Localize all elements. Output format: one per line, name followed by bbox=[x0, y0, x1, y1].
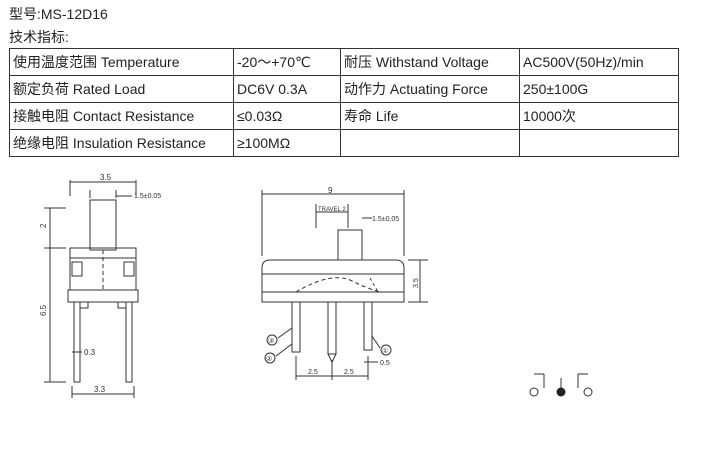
spec-cell: -20～+70℃ bbox=[233, 48, 341, 76]
spec-cell bbox=[519, 129, 679, 157]
dim-travel: TRAVEL 2 bbox=[318, 207, 346, 213]
dim-base: 3.3 bbox=[94, 385, 106, 394]
front-body bbox=[261, 259, 405, 293]
front-pin-2 bbox=[327, 301, 337, 355]
spec-cell: 耐压 Withstand Voltage bbox=[340, 48, 520, 76]
front-knob bbox=[337, 229, 363, 261]
table-row: 使用温度范围 Temperature -20～+70℃ 耐压 Withstand… bbox=[9, 48, 679, 76]
spec-cell: ≤0.03Ω bbox=[233, 102, 341, 130]
spec-cell bbox=[340, 129, 520, 157]
spec-cell: DC6V 0.3A bbox=[233, 75, 341, 103]
table-row: 额定负荷 Rated Load DC6V 0.3A 动作力 Actuating … bbox=[9, 75, 679, 103]
dim-height: 6.5 bbox=[39, 304, 48, 316]
spec-cell: 250±100G bbox=[519, 75, 679, 103]
side-base bbox=[67, 289, 139, 303]
side-pin bbox=[73, 301, 81, 383]
side-body bbox=[69, 247, 137, 291]
front-pin-1 bbox=[363, 301, 373, 351]
spec-cell: 使用温度范围 Temperature bbox=[9, 48, 234, 76]
dim-front-knob: 1.5±0.05 bbox=[372, 216, 399, 223]
spec-cell: 动作力 Actuating Force bbox=[340, 75, 520, 103]
side-view bbox=[44, 180, 139, 398]
spec-cell: ≥100MΩ bbox=[233, 129, 341, 157]
schematic-symbol bbox=[534, 373, 588, 388]
dim-knob: 1.5±0.05 bbox=[134, 193, 161, 200]
spec-cell: 额定负荷 Rated Load bbox=[9, 75, 234, 103]
dim-pin-width: 0.5 bbox=[380, 360, 390, 367]
spec-cell: 寿命 Life bbox=[340, 102, 520, 130]
spec-cell: 绝缘电阻 Insulation Resistance bbox=[9, 129, 234, 157]
spec-heading: 技术指标: bbox=[9, 29, 69, 45]
side-pin bbox=[125, 301, 133, 383]
dim-knob-height: 2 bbox=[39, 223, 48, 228]
spec-cell: 10000次 bbox=[519, 102, 679, 130]
spec-cell: 接触电阻 Contact Resistance bbox=[9, 102, 234, 130]
terminal-open bbox=[529, 387, 539, 397]
terminal-open bbox=[583, 387, 593, 397]
dim-width: 3.5 bbox=[100, 173, 112, 182]
spec-cell: AC500V(50Hz)/min bbox=[519, 48, 679, 76]
technical-drawing: 3.5 1.5±0.05 2 6.5 0.3 3.3 9 TRAVEL 2 1.… bbox=[39, 173, 593, 398]
pin-label: ① bbox=[382, 347, 388, 355]
dim-pitch: 2.5 bbox=[308, 369, 318, 376]
pin-label: ② bbox=[266, 356, 272, 363]
pin-label: ③ bbox=[268, 337, 274, 345]
front-pin-3 bbox=[291, 301, 301, 353]
dim-pitch: 2.5 bbox=[344, 369, 354, 376]
spec-table: 使用温度范围 Temperature -20～+70℃ 耐压 Withstand… bbox=[9, 48, 679, 157]
dim-body-height: 3.5 bbox=[413, 278, 420, 288]
terminal-common bbox=[556, 387, 566, 397]
dim-pin: 0.3 bbox=[84, 348, 96, 357]
table-row: 绝缘电阻 Insulation Resistance ≥100MΩ bbox=[9, 129, 679, 157]
table-row: 接触电阻 Contact Resistance ≤0.03Ω 寿命 Life 1… bbox=[9, 102, 679, 130]
model-number: 型号:MS-12D16 bbox=[9, 6, 108, 22]
dim-front-width: 9 bbox=[328, 186, 333, 195]
side-knob bbox=[89, 199, 117, 251]
front-view bbox=[261, 190, 428, 380]
